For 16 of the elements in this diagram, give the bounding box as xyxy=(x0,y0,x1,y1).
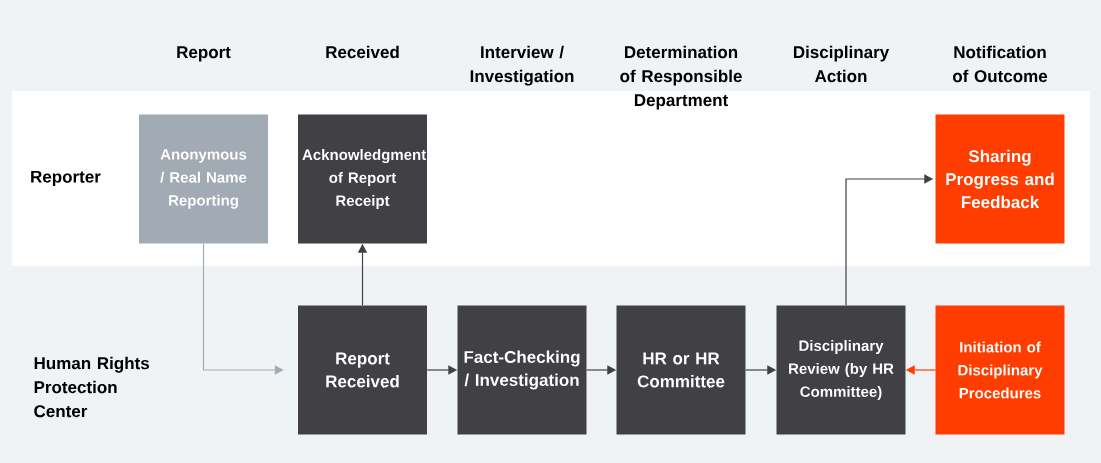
process-box: Disciplinary Review (by HR Committee) xyxy=(776,305,906,435)
lane-label: Human Rights Protection Center xyxy=(34,356,149,418)
process-box: Sharing Progress and Feedback xyxy=(935,114,1065,244)
column-header: Determination of Responsible Department xyxy=(620,45,742,110)
process-box: Report Received xyxy=(298,305,427,435)
column-header: Notification of Outcome xyxy=(952,45,1048,83)
column-header: Received xyxy=(326,45,399,59)
column-header: Disciplinary Action xyxy=(793,45,890,83)
process-box: Fact-Checking / Investigation xyxy=(457,305,587,435)
arrow xyxy=(202,243,284,375)
process-box: Acknowledgment of Report Receipt xyxy=(298,114,427,244)
process-box: Anonymous / Real Name Reporting xyxy=(139,114,268,244)
column-header: Report xyxy=(177,46,231,62)
column-header: Interview / Investigation xyxy=(470,45,574,86)
process-box: HR or HR Committee xyxy=(616,305,746,435)
process-box: Initiation of Disciplinary Procedures xyxy=(935,305,1065,435)
